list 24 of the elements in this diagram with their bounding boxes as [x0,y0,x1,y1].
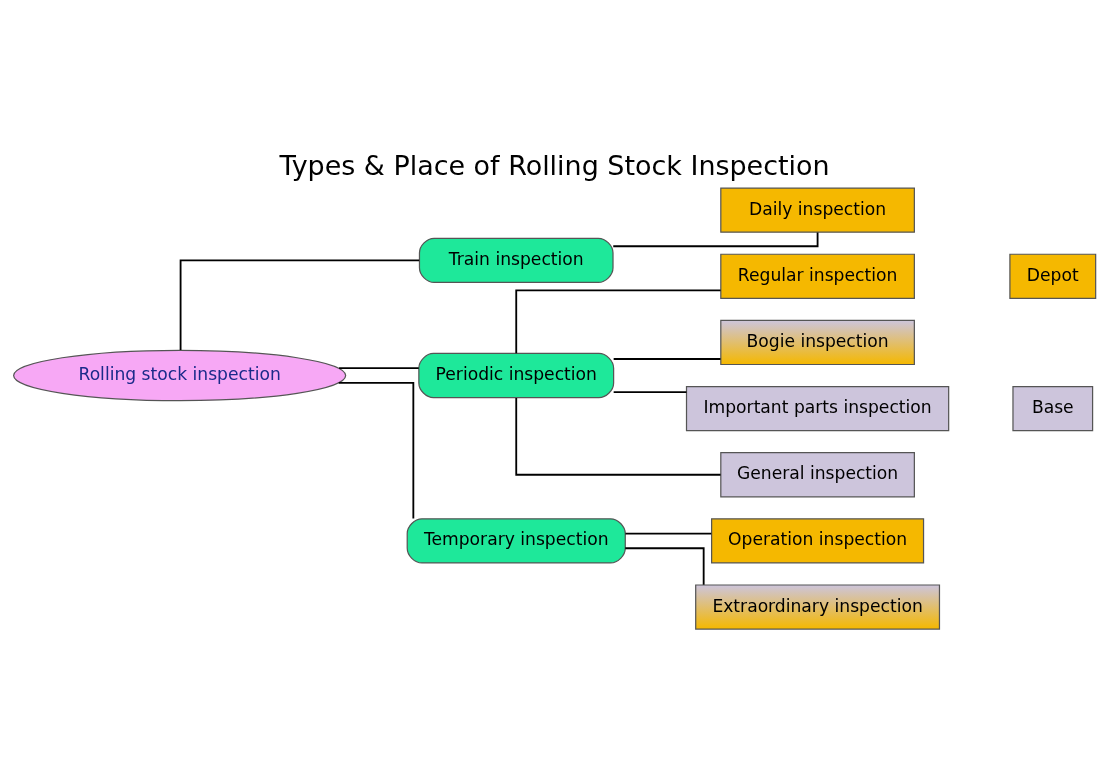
connector [179,258,421,351]
connector [338,366,420,369]
connector [624,532,713,534]
node-box: Bogie inspection [720,319,915,365]
connector [612,390,688,393]
node-box: Periodic inspection [418,352,615,398]
node-box: Base [1012,385,1094,431]
node-box: Temporary inspection [406,517,626,564]
connector [337,381,415,519]
node-box: Operation inspection [711,517,925,564]
node-box: Regular inspection [720,253,915,299]
connector [624,546,705,586]
connector [612,357,722,360]
connector [515,396,722,476]
connector [515,288,722,354]
diagram-title: Types & Place of Rolling Stock Inspection [279,149,830,181]
node-box: Train inspection [418,237,614,283]
connector [612,231,819,247]
node-ellipse: Rolling stock inspection [13,349,347,401]
node-box: Important parts inspection [685,385,950,431]
node-box: Depot [1009,253,1097,299]
node-box: General inspection [720,451,915,497]
node-box: Daily inspection [720,187,915,233]
node-box: Extraordinary inspection [695,583,941,630]
